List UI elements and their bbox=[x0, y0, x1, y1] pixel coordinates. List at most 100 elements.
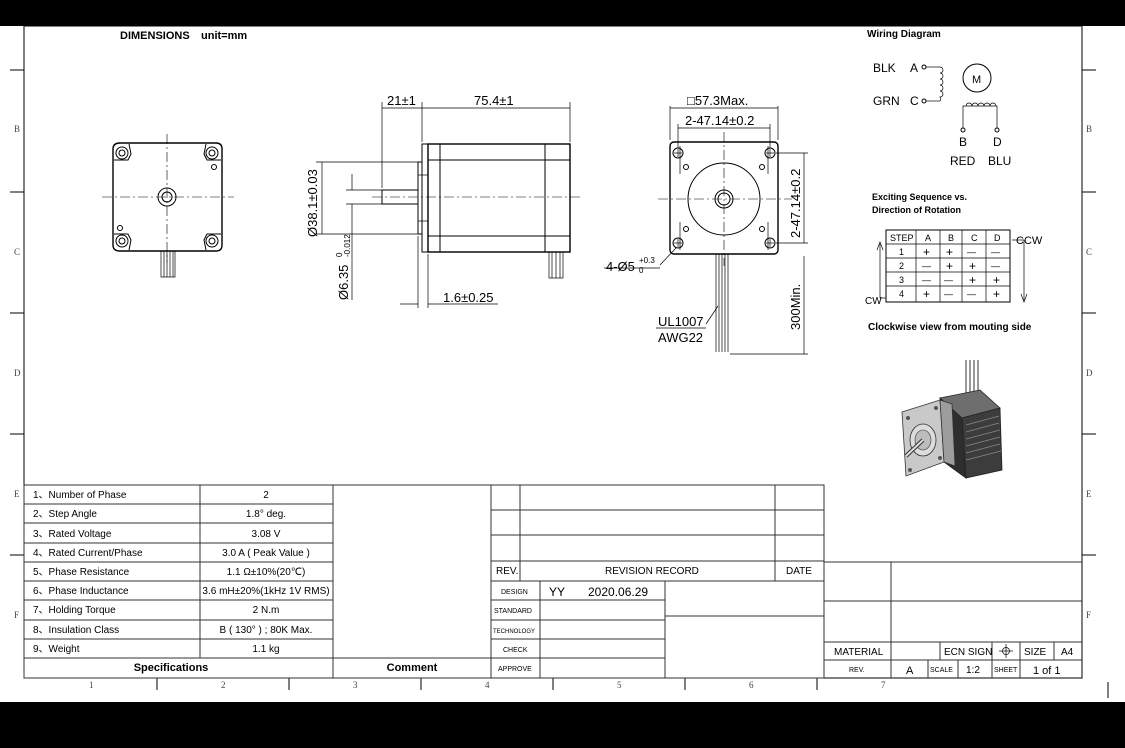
seq-header: B bbox=[948, 233, 954, 243]
wire-d-label: D bbox=[993, 135, 1002, 149]
motor-symbol bbox=[962, 63, 992, 93]
projection-symbol-icon bbox=[999, 644, 1013, 658]
spec-value: 2 bbox=[263, 490, 269, 501]
wire-type-label: UL1007 bbox=[658, 314, 704, 329]
wire-b-label: B bbox=[959, 135, 967, 149]
rev-label: REV. bbox=[849, 667, 865, 674]
zone-label: E bbox=[14, 489, 20, 499]
design-label: DESIGN bbox=[501, 589, 528, 596]
side-view bbox=[316, 102, 580, 308]
dim-mounting-holes: 4-Ø5 +0.3 0 bbox=[606, 256, 655, 275]
seq-cell: — bbox=[944, 275, 953, 285]
comment-box: Comment bbox=[332, 484, 492, 679]
seq-cell: + bbox=[993, 287, 1000, 301]
seq-cell: + bbox=[923, 287, 930, 301]
revision-table: REV. REVISION RECORD DATE DESIGN YY 2020… bbox=[490, 484, 825, 679]
check-label: CHECK bbox=[503, 647, 528, 654]
unit-label: unit=mm bbox=[201, 30, 247, 42]
specifications-table: 1、Number of Phase 2、Step Angle 3、Rated V… bbox=[23, 484, 334, 679]
seq-cell: — bbox=[991, 261, 1000, 271]
wire-c-label: C bbox=[910, 94, 919, 108]
spec-name: 6、Phase Inductance bbox=[33, 586, 129, 597]
spec-name: 4、Rated Current/Phase bbox=[33, 548, 143, 559]
zone-label: 6 bbox=[749, 680, 754, 690]
approve-label: APPROVE bbox=[498, 666, 532, 673]
zone-label: 7 bbox=[881, 680, 886, 690]
dim-shaft-tol-upper: 0 bbox=[335, 252, 344, 257]
dim-hole-spacing-h: 2-47.14±0.2 bbox=[685, 113, 754, 128]
spec-value: 3.6 mH±20%(1kHz 1V RMS) bbox=[202, 586, 329, 597]
ccw-label: CCW bbox=[1016, 235, 1043, 247]
sequence-table: STEP A B C D 1 + + — — 2 — + + — 3 — — +… bbox=[876, 229, 1028, 303]
drawing-sheet: B C D E F B C D E F 1 2 3 4 5 6 7 DIMENS… bbox=[0, 26, 1125, 702]
zone-label: B bbox=[14, 124, 20, 134]
seq-cell: — bbox=[944, 289, 953, 299]
seq-cell: — bbox=[967, 289, 976, 299]
spec-value: B ( 130° ) ; 80K Max. bbox=[220, 625, 313, 636]
front-view bbox=[604, 106, 808, 355]
zone-label: F bbox=[1086, 610, 1091, 620]
wire-gauge-label: AWG22 bbox=[658, 330, 703, 345]
seq-header: STEP bbox=[890, 233, 914, 243]
wiring-schematic: BLK A GRN C M B D RED BLU bbox=[873, 61, 1011, 168]
seq-cell: — bbox=[922, 275, 931, 285]
zone-labels: B C D E F B C D E F 1 2 3 4 5 6 7 bbox=[14, 124, 1093, 690]
wire-red-label: RED bbox=[950, 154, 976, 168]
zone-label: B bbox=[1086, 124, 1092, 134]
dim-mounting-holes-value: 4-Ø5 bbox=[606, 259, 635, 274]
motor-label: M bbox=[972, 74, 981, 86]
spec-value: 1.1 Ω±10%(20℃) bbox=[227, 567, 306, 578]
spec-value: 3.0 A ( Peak Value ) bbox=[222, 548, 310, 559]
sheet-value: 1 of 1 bbox=[1033, 665, 1061, 677]
motor-3d-illustration bbox=[901, 360, 1003, 479]
sheet-label: SHEET bbox=[994, 667, 1018, 674]
dim-lead-length: 300Min. bbox=[788, 284, 803, 330]
seq-cell: 1 bbox=[899, 247, 904, 257]
spec-name: 8、Insulation Class bbox=[33, 625, 119, 636]
dimensions-heading: DIMENSIONS bbox=[120, 30, 190, 42]
zone-label: 3 bbox=[353, 680, 358, 690]
size-label: SIZE bbox=[1024, 647, 1047, 658]
spec-name: 7、Holding Torque bbox=[33, 605, 116, 616]
wire-a-label: A bbox=[910, 61, 918, 75]
seq-cell: + bbox=[993, 273, 1000, 287]
spec-value: 1.1 kg bbox=[252, 644, 279, 655]
seq-header: D bbox=[994, 233, 1001, 243]
cw-label: CW bbox=[865, 296, 882, 307]
zone-label: C bbox=[1086, 247, 1092, 257]
seq-cell: — bbox=[967, 247, 976, 257]
scale-label: SCALE bbox=[930, 667, 953, 674]
zone-label: F bbox=[14, 610, 19, 620]
seq-header: C bbox=[971, 233, 978, 243]
dim-shaft-diameter-value: Ø6.35 bbox=[336, 265, 351, 300]
seq-cell: + bbox=[946, 259, 953, 273]
seq-header: A bbox=[925, 233, 931, 243]
dim-shaft-diameter: Ø6.35 0 -0.012 bbox=[335, 234, 352, 300]
comment-label: Comment bbox=[387, 662, 438, 674]
spec-name: 1、Number of Phase bbox=[33, 490, 127, 501]
wire-blu-label: BLU bbox=[988, 154, 1011, 168]
spec-name: 9、Weight bbox=[33, 644, 80, 655]
zone-label: E bbox=[1086, 489, 1092, 499]
spec-value: 2 N.m bbox=[253, 605, 280, 616]
sequence-title-2: Direction of Rotation bbox=[872, 205, 961, 215]
rev-header: REV. bbox=[496, 566, 518, 577]
wiring-diagram-title: Wiring Diagram bbox=[867, 29, 941, 40]
dim-holes-tol-lower: 0 bbox=[639, 266, 644, 275]
standard-label: STANDARD bbox=[494, 608, 532, 615]
seq-cell: + bbox=[946, 245, 953, 259]
wire-grn-label: GRN bbox=[873, 94, 900, 108]
dim-body-length: 75.4±1 bbox=[474, 93, 514, 108]
scale-value: 1:2 bbox=[966, 665, 980, 676]
dim-hole-spacing-v: 2-47.14±0.2 bbox=[788, 169, 803, 238]
sequence-title-1: Exciting Sequence vs. bbox=[872, 192, 967, 202]
zone-label: 5 bbox=[617, 680, 622, 690]
spec-value: 3.08 V bbox=[252, 529, 281, 540]
material-label: MATERIAL bbox=[834, 647, 884, 658]
zone-label: 1 bbox=[89, 680, 94, 690]
spec-name: 5、Phase Resistance bbox=[33, 567, 130, 578]
date-header: DATE bbox=[786, 566, 812, 577]
design-date: 2020.06.29 bbox=[588, 585, 648, 599]
view-note: Clockwise view from mouting side bbox=[868, 322, 1032, 333]
spec-name: 3、Rated Voltage bbox=[33, 529, 112, 540]
